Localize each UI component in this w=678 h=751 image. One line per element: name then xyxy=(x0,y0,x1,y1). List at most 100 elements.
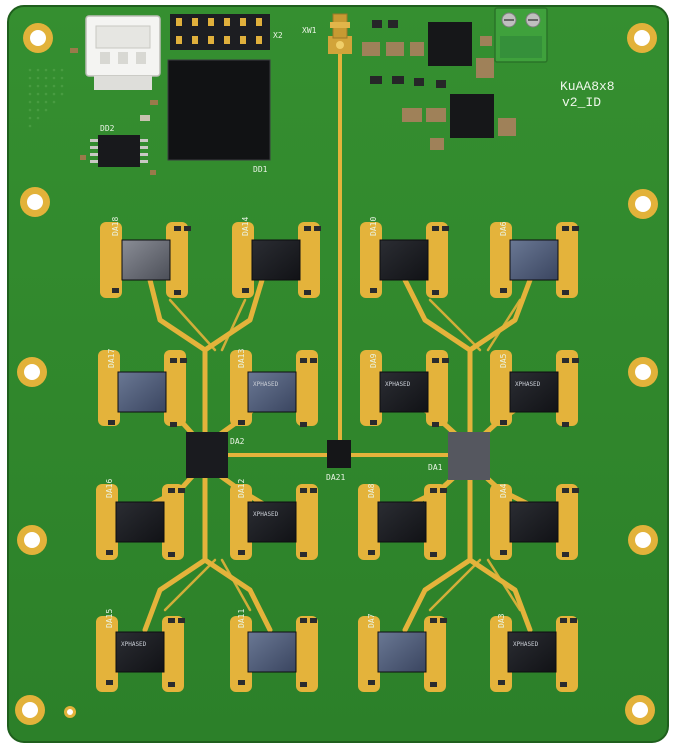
chip-label: DA8 xyxy=(367,483,376,498)
chip-body xyxy=(117,371,167,413)
passive-part xyxy=(310,488,317,493)
chip-body xyxy=(251,239,301,281)
passive-part xyxy=(430,552,437,557)
chip-da7: DA7 xyxy=(367,613,447,687)
chip-body xyxy=(377,631,427,673)
passive-part xyxy=(310,358,317,363)
passive-part xyxy=(562,358,569,363)
passive-part xyxy=(562,226,569,231)
chip-body xyxy=(509,239,559,281)
via-field xyxy=(28,68,64,128)
chip-da10: DA10 xyxy=(369,217,449,295)
passive-part xyxy=(500,420,507,425)
chip-label: DA7 xyxy=(367,613,376,628)
passive-part xyxy=(310,618,317,623)
chip-marking: XPHASED xyxy=(385,381,411,388)
passive-part xyxy=(184,226,191,231)
chip-body xyxy=(509,371,559,413)
passive-part xyxy=(572,358,579,363)
chip-da14: DA14 xyxy=(241,217,321,295)
rf-connector-xw1: XW1 xyxy=(302,13,352,54)
passive-part xyxy=(180,358,187,363)
chip-label: DA14 xyxy=(241,217,250,236)
splitter-da21: DA21 xyxy=(326,440,351,482)
passive-part xyxy=(432,358,439,363)
label-dd2: DD2 xyxy=(100,124,115,133)
passive-part xyxy=(570,618,577,623)
passive-part xyxy=(170,358,177,363)
passive-part xyxy=(440,488,447,493)
chip-body xyxy=(121,239,171,281)
pin-header-x2: X2 xyxy=(170,14,283,50)
passive-part xyxy=(300,488,307,493)
label-da2: DA2 xyxy=(230,437,245,446)
chip-label: DA13 xyxy=(237,349,246,368)
passive-part xyxy=(560,682,567,687)
label-xw1: XW1 xyxy=(302,26,317,35)
chip-da5: XPHASED DA5 xyxy=(499,353,579,427)
board-title-line1: KuAA8x8 xyxy=(560,79,615,94)
chip-label: DA5 xyxy=(499,353,508,368)
passives-top-left xyxy=(70,48,158,175)
passive-part xyxy=(300,618,307,623)
passive-part xyxy=(442,226,449,231)
chip-body xyxy=(377,501,427,543)
passive-part xyxy=(238,680,245,685)
white-connector xyxy=(85,15,161,90)
chip-body xyxy=(247,631,297,673)
chip-label: DA10 xyxy=(369,217,378,236)
passive-part xyxy=(300,552,307,557)
chip-body xyxy=(509,501,559,543)
chip-body xyxy=(379,239,429,281)
label-x2: X2 xyxy=(273,31,283,40)
chip-body xyxy=(115,631,165,673)
chip-label: DA16 xyxy=(105,479,114,498)
chip-label: DA9 xyxy=(369,353,378,368)
chip-da11: DA11 xyxy=(237,609,317,687)
chip-da9: XPHASED DA9 xyxy=(369,353,449,427)
splitter-da2: DA2 xyxy=(186,432,245,478)
chip-marking: XPHASED xyxy=(515,381,541,388)
passive-part xyxy=(442,358,449,363)
passive-part xyxy=(314,226,321,231)
passive-part xyxy=(430,618,437,623)
passive-part xyxy=(304,290,311,295)
passive-part xyxy=(562,552,569,557)
passive-part xyxy=(106,680,113,685)
passive-part xyxy=(168,618,175,623)
passive-part xyxy=(562,488,569,493)
eeprom-dd2: DD2 xyxy=(90,124,148,167)
passive-part xyxy=(168,552,175,557)
passive-part xyxy=(300,358,307,363)
chip-label: DA4 xyxy=(499,483,508,498)
power-section xyxy=(362,20,516,150)
label-dd1: DD1 xyxy=(253,165,268,174)
passive-part xyxy=(572,226,579,231)
passive-part xyxy=(562,422,569,427)
passive-part xyxy=(440,618,447,623)
passive-part xyxy=(562,290,569,295)
passive-part xyxy=(432,226,439,231)
passive-part xyxy=(238,420,245,425)
passive-part xyxy=(170,422,177,427)
chip-marking: XPHASED xyxy=(121,641,147,648)
passive-part xyxy=(300,682,307,687)
chip-label: DA6 xyxy=(499,221,508,236)
board-title: KuAA8x8 v2_ID xyxy=(560,79,615,110)
passive-part xyxy=(300,422,307,427)
board-title-line2: v2_ID xyxy=(562,95,601,110)
chip-da17: DA17 xyxy=(107,349,187,427)
passive-part xyxy=(430,488,437,493)
chip-da6: DA6 xyxy=(499,221,579,295)
mounting-holes xyxy=(15,23,658,725)
passive-part xyxy=(178,488,185,493)
chip-da18: DA18 xyxy=(111,217,191,295)
chip-marking: XPHASED xyxy=(513,641,539,648)
passive-part xyxy=(368,550,375,555)
passive-part xyxy=(168,682,175,687)
